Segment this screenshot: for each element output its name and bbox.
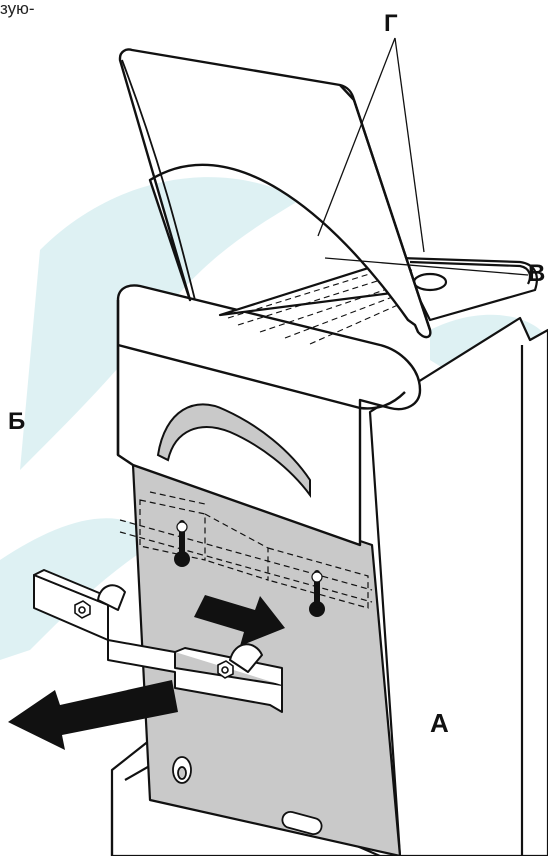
hinged-lid [118,48,432,339]
screw-markers [176,521,323,583]
top-rim [218,256,538,322]
drain-hole [172,756,192,784]
removal-arrow-large [8,680,178,750]
removal-arrow-small [194,595,285,646]
cabinet-body [368,316,548,856]
arched-recess [156,403,311,499]
bracket-bolts [74,600,234,679]
label-a: A [430,708,449,738]
caption-fragment: зую- [0,0,35,18]
mounting-bracket [33,569,283,713]
hidden-bracket [119,491,373,609]
top-block [116,284,422,547]
leader-lines [317,37,529,276]
label-v: В [528,260,546,287]
label-b: Б [8,408,26,435]
label-g: Г [384,10,398,37]
base-slot [281,810,323,836]
